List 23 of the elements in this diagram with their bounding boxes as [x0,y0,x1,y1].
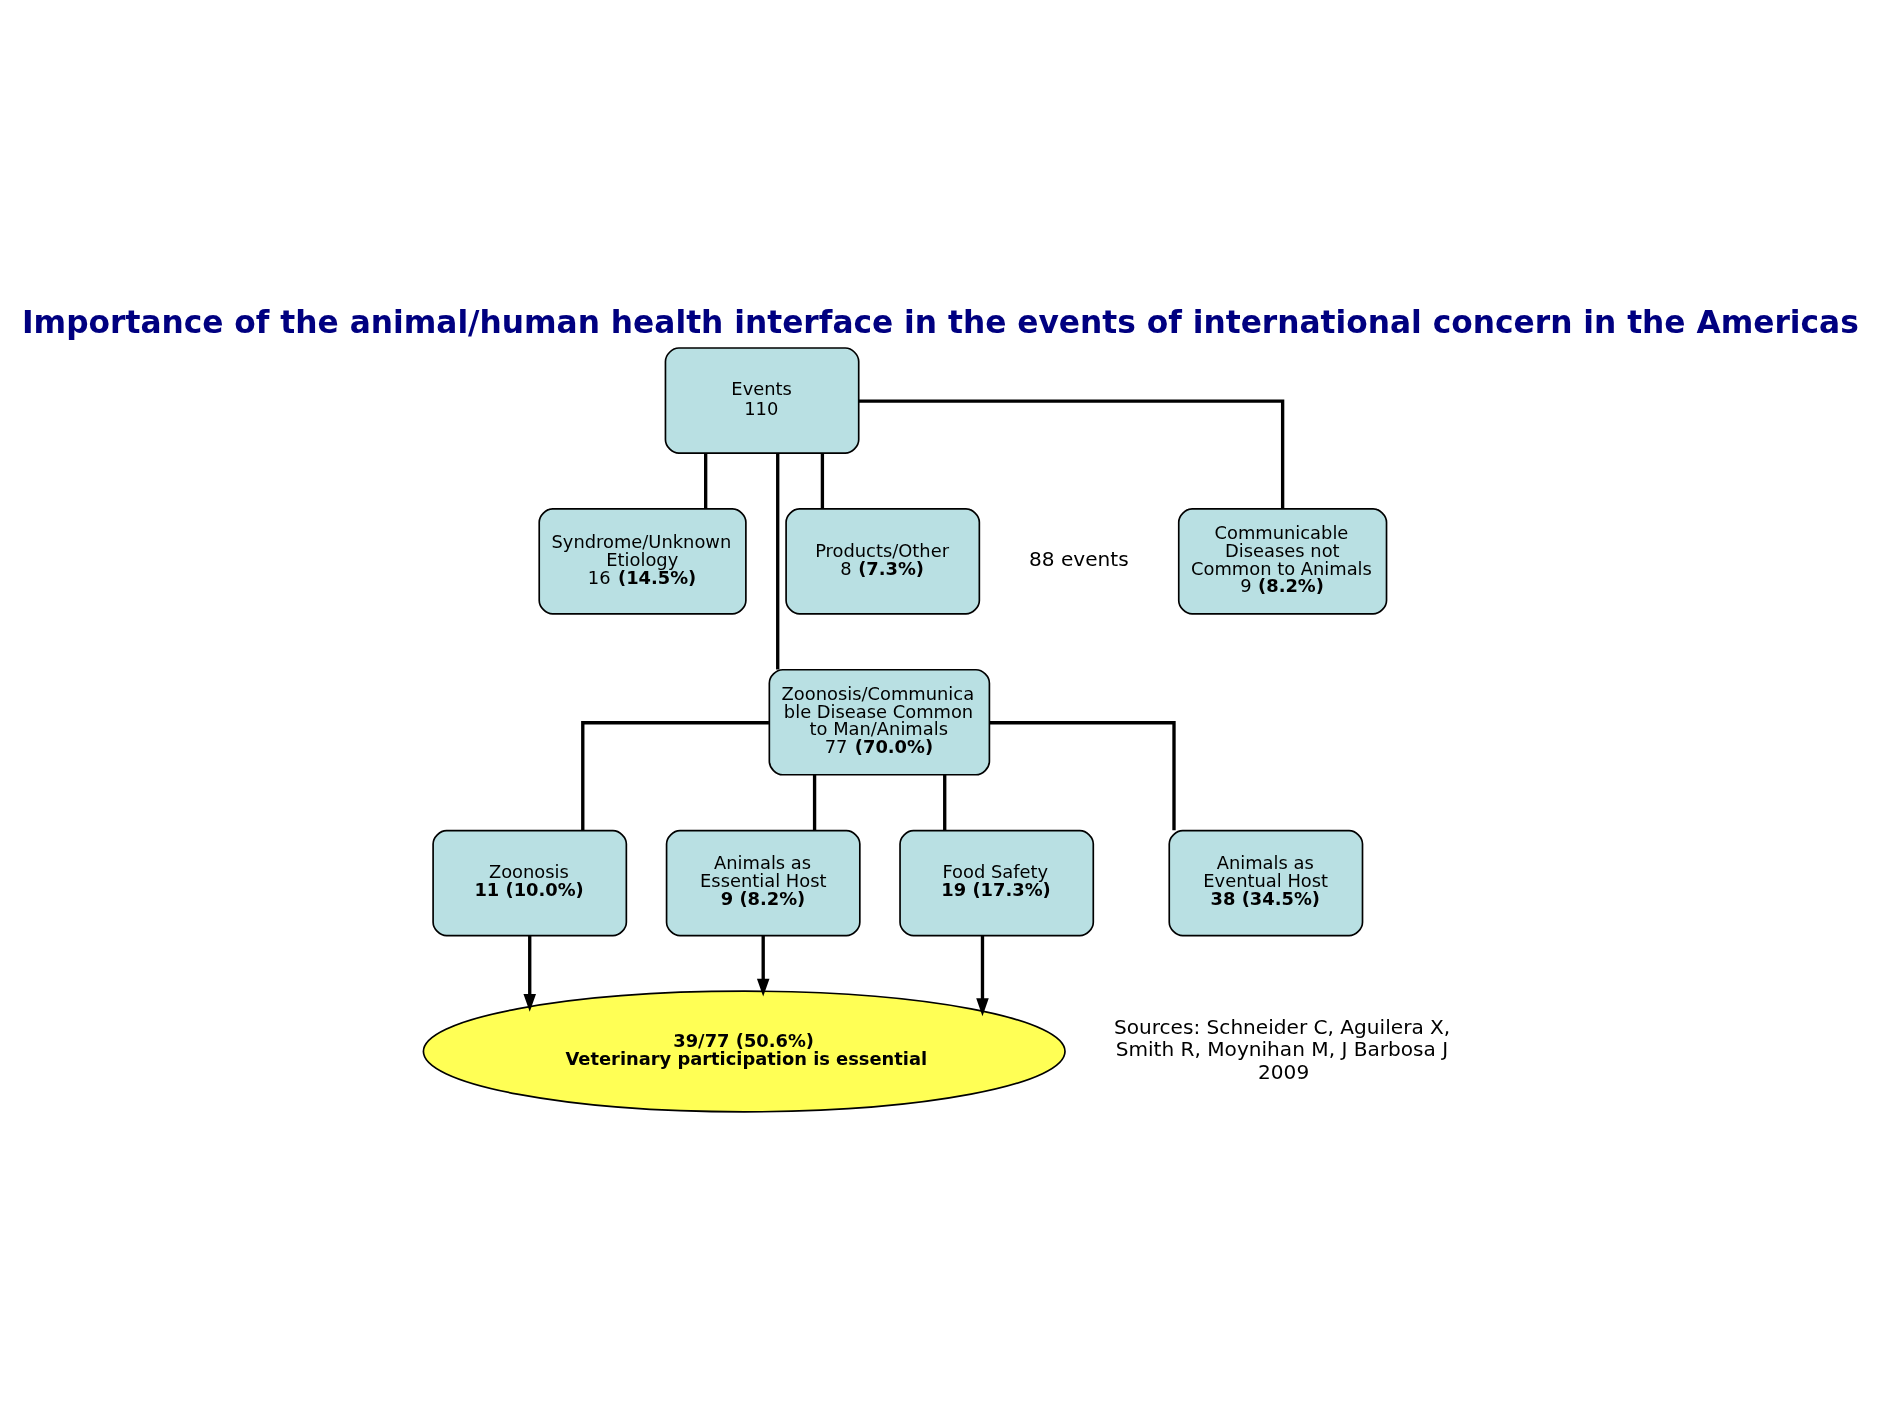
label: 88 events [1029,547,1129,572]
node-box: Syndrome/Unknown Etiology 16 (14.5%) [538,508,747,615]
node-box: Communicable Diseases not Common to Animals 9 (8.2%) [1177,508,1388,615]
node-box: Animals as Eventual Host 38 (34.5%) [1168,829,1364,937]
connector [812,774,817,831]
arrow [976,935,989,1017]
connector [820,453,825,509]
node-box: Events 110 [664,347,860,454]
arrow [756,935,770,997]
connector [989,721,1176,831]
node-box: Products/Other 8 (7.3%) [785,508,981,615]
diagram-title: Importance of the animal/human health interface in the events of international concern in the Americas [21,303,1859,340]
node-box: Zoonosis 11 (10.0%) [432,829,628,937]
connector [704,453,708,509]
connector [858,399,1285,509]
arrow [523,935,536,1012]
node-box: Food Safety 19 (17.3%) [899,829,1095,937]
connector [943,774,947,831]
node-box: Animals as Essential Host 9 (8.2%) [665,829,861,937]
label: Sources: Schneider C, Aguilera X, Smith R, Moynihan M, J Barbosa J 2009 [1113,1015,1451,1084]
node-box: Zoonosis/Communicable Disease Common to Man/Animals 77 (70.0%) [768,668,991,776]
connector [581,721,769,831]
connector [776,453,780,670]
